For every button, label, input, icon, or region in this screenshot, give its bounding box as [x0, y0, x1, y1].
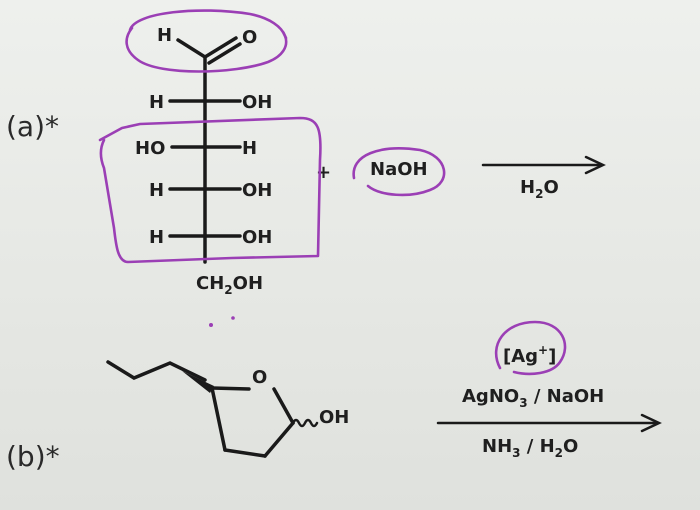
- aldehyde-circle: [125, 9, 288, 73]
- c2-right: OH: [242, 92, 272, 113]
- reagent-naoh: NaOH: [370, 159, 428, 180]
- silver-ion-circle: [494, 320, 567, 376]
- arrow-a-condition: H2O: [520, 177, 559, 201]
- naoh-circle: [352, 147, 446, 197]
- wavy-bond: [291, 418, 319, 428]
- c2-left: H: [149, 92, 164, 113]
- arrow-a-head: [584, 155, 606, 175]
- reagent-line-2: NH3 / H2O: [482, 436, 578, 460]
- c4-right: OH: [242, 180, 272, 201]
- c6-ch2oh: CH2OH: [196, 273, 263, 297]
- propyl-chain: [106, 360, 207, 382]
- c1-o-bond-2: [207, 42, 242, 65]
- ring-bond-c4-c3: [223, 448, 267, 458]
- anomeric-oh: OH: [319, 407, 349, 428]
- ring-bond-c3-c2: [210, 386, 227, 452]
- c3-left: HO: [135, 138, 165, 159]
- ink-dot-2: [231, 316, 235, 320]
- ink-dot-1: [209, 323, 213, 327]
- ring-oxygen: O: [252, 367, 267, 388]
- silver-ion: [Ag+]: [503, 343, 556, 367]
- c4-left: H: [149, 180, 164, 201]
- ring-bond-o-c5: [272, 387, 295, 425]
- plus-sign: +: [316, 162, 331, 183]
- aldehyde-h: H: [157, 25, 172, 46]
- c1-h-bond: [176, 38, 207, 59]
- reagent-line-1: AgNO3 / NaOH: [462, 386, 604, 410]
- c5-left: H: [149, 227, 164, 248]
- arrow-b-head: [640, 413, 662, 433]
- c1-o-bond-1: [203, 36, 238, 59]
- c3-right: H: [242, 138, 257, 159]
- ring-bond-c2-o: [210, 386, 251, 391]
- ink-mark-1: [281, 30, 288, 40]
- part-a-label: (a)*: [6, 110, 59, 143]
- wedge-bond: [182, 371, 214, 393]
- part-b-label: (b)*: [6, 440, 60, 473]
- c5-right: OH: [242, 227, 272, 248]
- aldehyde-o: O: [242, 27, 257, 48]
- ring-bond-c5-c4: [263, 421, 295, 458]
- stereocenter-box: [98, 116, 322, 264]
